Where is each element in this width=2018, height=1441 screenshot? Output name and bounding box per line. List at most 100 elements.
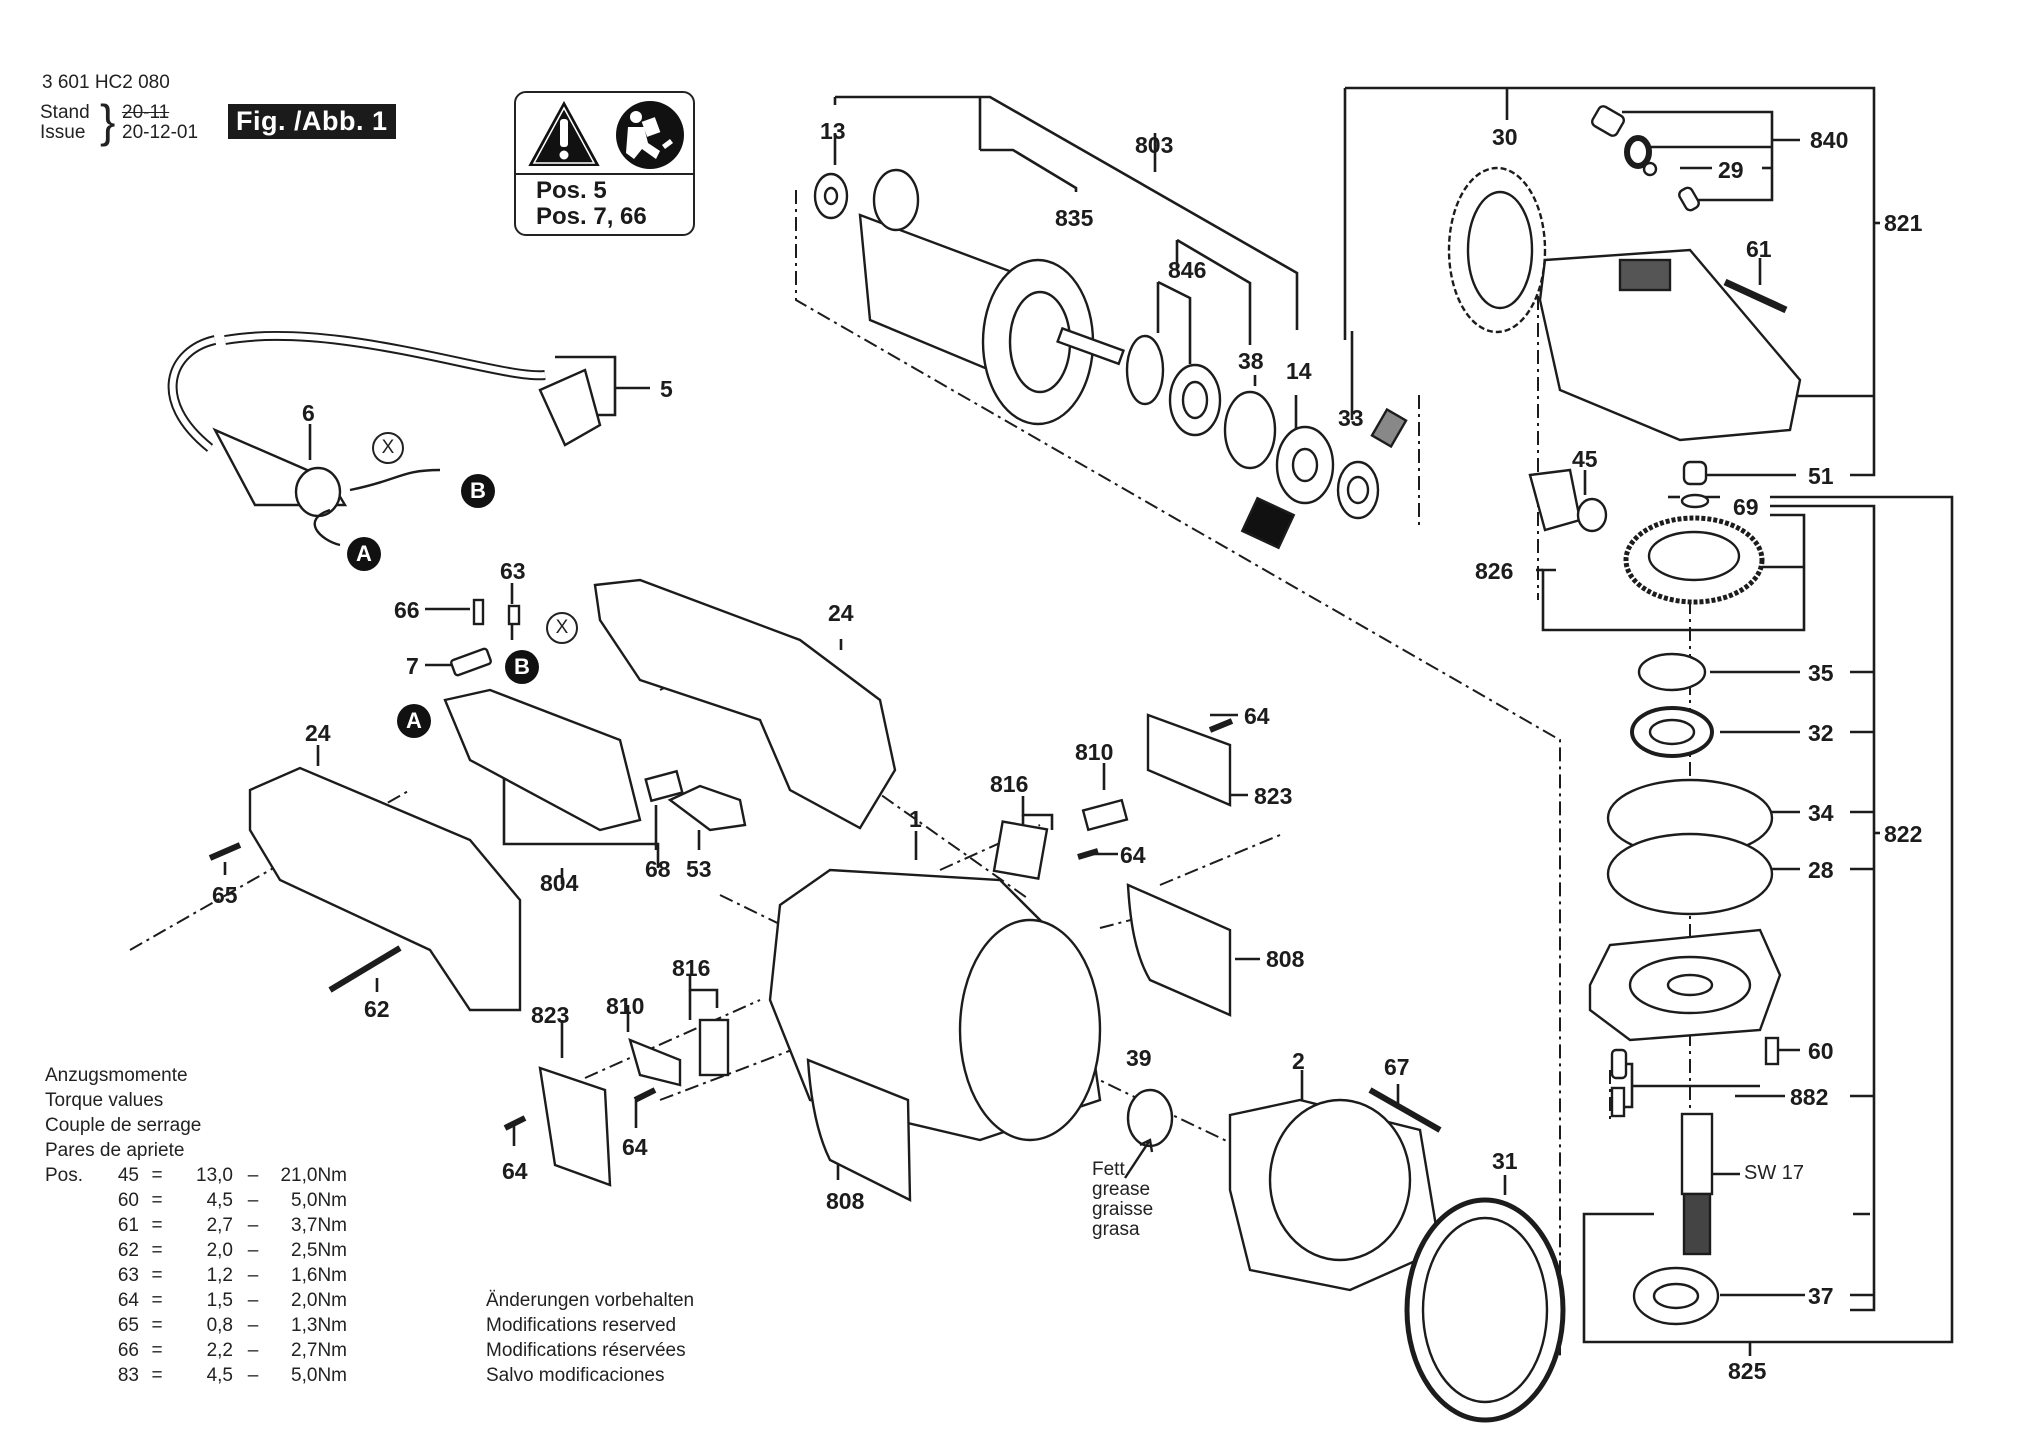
part-label-840[interactable]: 840 — [1810, 127, 1849, 153]
part-label-835[interactable]: 835 — [1055, 205, 1094, 231]
torque-prefix — [45, 1263, 103, 1288]
issue-label: Issue — [40, 122, 86, 143]
grease-de: Fett — [1092, 1159, 1125, 1180]
torque-position: 64 — [117, 1290, 139, 1311]
brace-icon: } — [100, 95, 116, 147]
part-label-846[interactable]: 846 — [1168, 257, 1207, 283]
part-label-37[interactable]: 37 — [1808, 1283, 1834, 1309]
torque-dash: – — [247, 1190, 259, 1211]
grease-fr: graisse — [1092, 1199, 1154, 1220]
part-label-62[interactable]: 62 — [364, 996, 390, 1022]
part-label-67[interactable]: 67 — [1384, 1054, 1410, 1080]
part-label-823-upper[interactable]: 823 — [1254, 783, 1293, 809]
part-label-45[interactable]: 45 — [1572, 446, 1598, 472]
part-label-816-upper[interactable]: 816 — [990, 771, 1029, 797]
part-label-28[interactable]: 28 — [1808, 857, 1834, 883]
torque-prefix: Pos. — [45, 1165, 84, 1186]
torque-position: 66 — [117, 1340, 139, 1361]
grease-arrow — [1123, 1138, 1154, 1179]
torque-title-en: Torque values — [45, 1090, 164, 1111]
torque-row: 83=4,5–5,0Nm — [45, 1363, 347, 1388]
torque-row: 64=1,5–2,0Nm — [45, 1288, 347, 1313]
torque-dash: – — [247, 1365, 259, 1386]
part-label-13[interactable]: 13 — [820, 118, 846, 144]
torque-max: 3,7Nm — [291, 1215, 347, 1236]
part-label-60[interactable]: 60 — [1808, 1038, 1834, 1064]
torque-row: 60=4,5–5,0Nm — [45, 1188, 347, 1213]
part-label-24-lower[interactable]: 24 — [305, 720, 331, 746]
part-label-816-lower[interactable]: 816 — [672, 955, 711, 981]
torque-max: 21,0Nm — [280, 1165, 347, 1186]
disclaimer-de: Änderungen vorbehalten — [486, 1290, 695, 1311]
part-label-7[interactable]: 7 — [406, 653, 419, 679]
torque-position: 60 — [117, 1190, 139, 1211]
part-label-64-a[interactable]: 64 — [1244, 703, 1270, 729]
torque-title-de: Anzugsmomente — [45, 1065, 188, 1086]
warning-triangle-icon — [528, 100, 600, 166]
torque-dash: – — [247, 1240, 259, 1261]
part-label-810-lower[interactable]: 810 — [606, 993, 645, 1019]
part-label-804[interactable]: 804 — [540, 870, 579, 896]
connector-b-marker: B — [461, 474, 495, 508]
part-label-64-b[interactable]: 64 — [1120, 842, 1146, 868]
connector-a-marker-2: A — [397, 704, 431, 738]
torque-equals: = — [151, 1215, 163, 1236]
part-label-5[interactable]: 5 — [660, 376, 673, 402]
part-label-61[interactable]: 61 — [1746, 236, 1772, 262]
part-label-803[interactable]: 803 — [1135, 132, 1174, 158]
torque-dash: – — [247, 1165, 259, 1186]
torque-prefix — [45, 1313, 103, 1338]
part-label-825[interactable]: 825 — [1728, 1358, 1767, 1384]
torque-min: 2,2 — [206, 1340, 233, 1361]
warning-line-1: Pos. 5 — [536, 177, 607, 204]
connector-b-marker-2: B — [505, 650, 539, 684]
part-label-1[interactable]: 1 — [909, 806, 922, 832]
part-label-38[interactable]: 38 — [1238, 348, 1264, 374]
torque-equals: = — [151, 1290, 163, 1311]
part-label-882[interactable]: 882 — [1790, 1084, 1829, 1110]
part-label-822[interactable]: 822 — [1884, 821, 1923, 847]
part-label-810-upper[interactable]: 810 — [1075, 739, 1114, 765]
part-label-53[interactable]: 53 — [686, 856, 712, 882]
part-label-30[interactable]: 30 — [1492, 124, 1518, 150]
part-label-64-c[interactable]: 64 — [622, 1134, 648, 1160]
part-label-66[interactable]: 66 — [394, 597, 420, 623]
part-label-34[interactable]: 34 — [1808, 800, 1834, 826]
part-label-64-d[interactable]: 64 — [502, 1158, 528, 1184]
part-label-65[interactable]: 65 — [212, 882, 238, 908]
part-label-32[interactable]: 32 — [1808, 720, 1834, 746]
disclaimer-es: Salvo modificaciones — [486, 1365, 665, 1386]
torque-max: 1,6Nm — [291, 1265, 347, 1286]
part-label-33[interactable]: 33 — [1338, 405, 1364, 431]
disclaimer-en: Modifications reserved — [486, 1315, 677, 1336]
torque-row: Pos.45=13,0–21,0Nm — [45, 1163, 347, 1188]
part-label-823-lower[interactable]: 823 — [531, 1002, 570, 1028]
part-label-14[interactable]: 14 — [1286, 358, 1312, 384]
part-label-808-lower[interactable]: 808 — [826, 1188, 865, 1214]
part-label-2[interactable]: 2 — [1292, 1048, 1305, 1074]
part-label-31[interactable]: 31 — [1492, 1148, 1518, 1174]
part-label-821[interactable]: 821 — [1884, 210, 1923, 236]
part-label-826[interactable]: 826 — [1475, 558, 1514, 584]
torque-min: 2,7 — [206, 1215, 233, 1236]
part-label-39[interactable]: 39 — [1126, 1045, 1152, 1071]
torque-prefix — [45, 1188, 103, 1213]
part-label-51[interactable]: 51 — [1808, 463, 1834, 489]
torque-prefix — [45, 1288, 103, 1313]
torque-min: 1,5 — [206, 1290, 233, 1311]
torque-equals: = — [151, 1340, 163, 1361]
warning-icons — [528, 100, 684, 169]
part-label-35[interactable]: 35 — [1808, 660, 1834, 686]
part-label-63[interactable]: 63 — [500, 558, 526, 584]
torque-prefix — [45, 1338, 103, 1363]
part-label-69[interactable]: 69 — [1733, 494, 1759, 520]
part-label-68[interactable]: 68 — [645, 856, 671, 882]
part-label-24-upper[interactable]: 24 — [828, 600, 854, 626]
part-label-6[interactable]: 6 — [302, 400, 315, 426]
torque-max: 2,7Nm — [291, 1340, 347, 1361]
plug — [538, 368, 602, 447]
part-label-29[interactable]: 29 — [1718, 157, 1744, 183]
part-label-808-upper[interactable]: 808 — [1266, 946, 1305, 972]
leader-lines — [223, 86, 1954, 1356]
